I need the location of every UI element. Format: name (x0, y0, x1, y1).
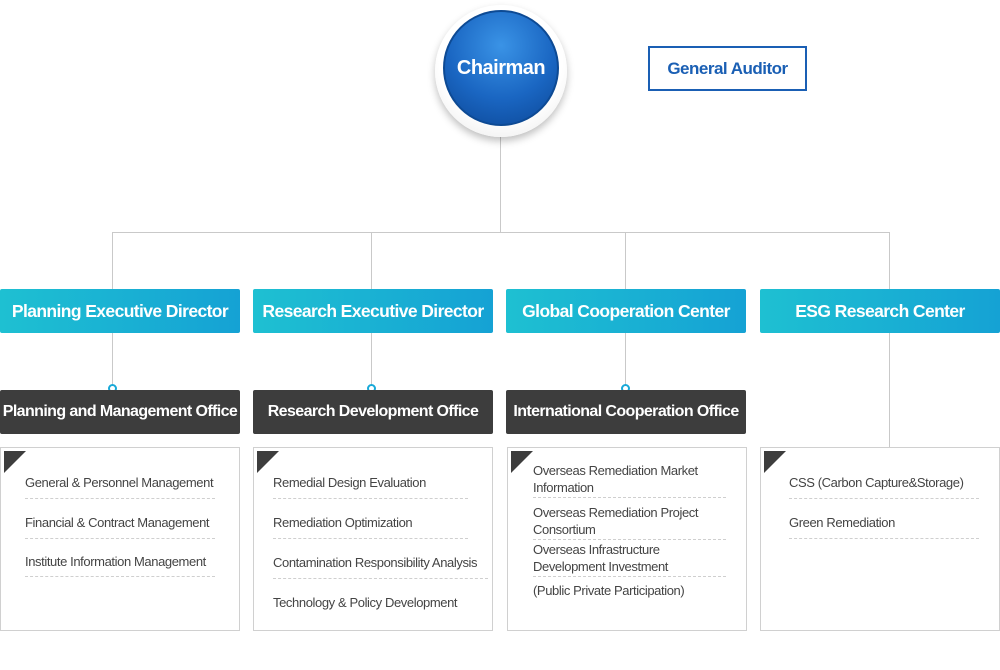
list-item: General & Personnel Management (25, 466, 215, 499)
exec-esg-research[interactable]: ESG Research Center (760, 289, 1000, 333)
chairman-label: Chairman (456, 56, 546, 79)
connector-col4-box (889, 333, 890, 447)
function-box-esg: CSS (Carbon Capture&Storage) Green Remed… (760, 447, 1000, 631)
office-international-cooperation[interactable]: International Cooperation Office (506, 390, 746, 434)
connector-col3-office (625, 333, 626, 388)
list-item: Overseas Remediation Market Information (533, 461, 726, 498)
list-item: Contamination Responsibility Analysis (273, 546, 488, 579)
corner-marker (511, 451, 533, 473)
connector-col4-down (889, 232, 890, 289)
connector-col1-office (112, 333, 113, 388)
corner-marker (764, 451, 786, 473)
corner-marker (257, 451, 279, 473)
list-item: CSS (Carbon Capture&Storage) (789, 466, 979, 499)
list-item: Financial & Contract Management (25, 506, 215, 539)
general-auditor-node[interactable]: General Auditor (648, 46, 807, 91)
function-box-global: Overseas Remediation Market Information … (507, 447, 747, 631)
function-box-planning: General & Personnel Management Financial… (0, 447, 240, 631)
function-box-research: Remedial Design Evaluation Remediation O… (253, 447, 493, 631)
exec-research[interactable]: Research Executive Director (253, 289, 493, 333)
connector-col1-down (112, 232, 113, 289)
list-item: Remedial Design Evaluation (273, 466, 468, 499)
corner-marker (4, 451, 26, 473)
connector-col3-down (625, 232, 626, 289)
office-planning-management[interactable]: Planning and Management Office (0, 390, 240, 434)
chairman-node[interactable]: Chairman (443, 10, 559, 126)
connector-col2-office (371, 333, 372, 388)
list-item: Green Remediation (789, 506, 979, 539)
exec-planning[interactable]: Planning Executive Director (0, 289, 240, 333)
connector-col2-down (371, 232, 372, 289)
list-item: Overseas Remediation Project Consortium (533, 503, 726, 540)
list-item: Technology & Policy Development (273, 594, 458, 610)
list-item: Overseas Infrastructure Development Inve… (533, 540, 726, 577)
connector-chairman-down (500, 137, 501, 233)
list-item: Institute Information Management (25, 546, 215, 577)
exec-global-cooperation[interactable]: Global Cooperation Center (506, 289, 746, 333)
list-item: (Public Private Participation) (533, 582, 685, 598)
connector-horizontal (112, 232, 890, 233)
office-research-development[interactable]: Research Development Office (253, 390, 493, 434)
list-item: Remediation Optimization (273, 506, 468, 539)
